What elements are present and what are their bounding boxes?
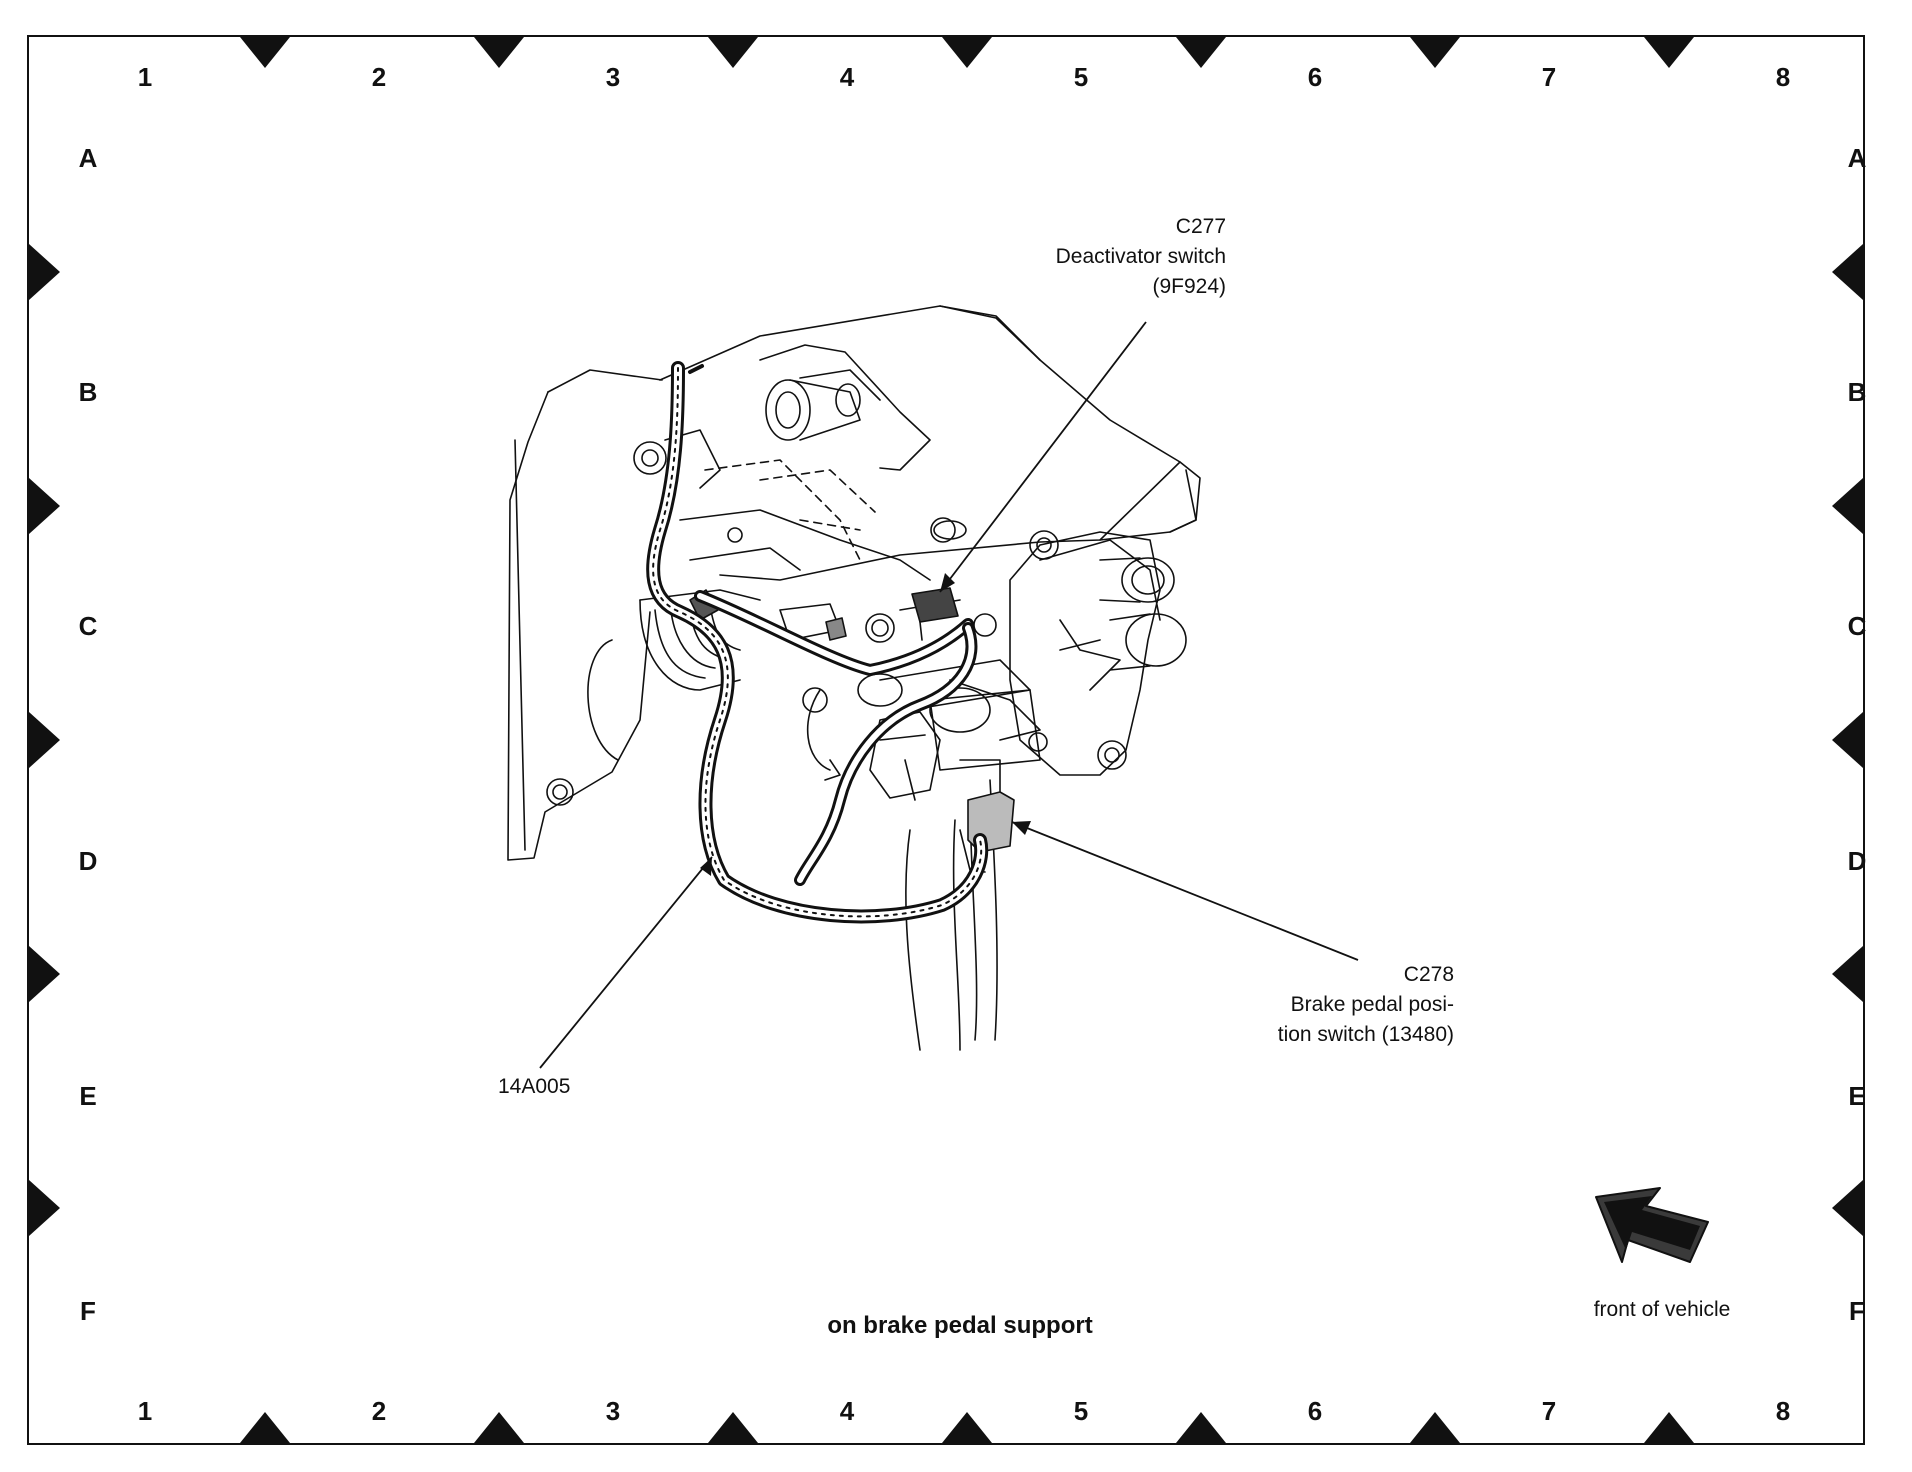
column-label-5: 5 — [1073, 1396, 1089, 1426]
leader-c278 — [1011, 821, 1359, 961]
right-markers — [1832, 244, 1863, 1236]
column-label-8: 8 — [1775, 62, 1791, 92]
column-label-4: 4 — [839, 62, 855, 92]
column-label-7: 7 — [1541, 62, 1557, 92]
front-arrow-icon — [1595, 1187, 1709, 1263]
bottom-markers — [240, 1412, 1694, 1443]
left-markers — [29, 244, 60, 1236]
column-label-8: 8 — [1775, 1396, 1791, 1426]
column-label-2: 2 — [371, 62, 387, 92]
callout-c277-name: Deactivator switch — [1055, 245, 1226, 268]
row-label-e: E — [79, 1081, 97, 1111]
column-label-6: 6 — [1307, 1396, 1323, 1426]
column-label-3: 3 — [605, 1396, 621, 1426]
row-label-b: B — [78, 377, 98, 407]
row-label-d: D — [78, 846, 98, 876]
callout-14a005: 14A005 — [498, 1072, 570, 1102]
leader-arrowheads — [700, 573, 1031, 876]
wiring-harness-14A005 — [646, 361, 989, 924]
column-label-7: 7 — [1541, 1396, 1557, 1426]
row-label-f: F — [80, 1296, 96, 1326]
leader-lines — [539, 321, 1359, 1069]
column-label-6: 6 — [1307, 62, 1323, 92]
row-label-f: F — [1849, 1296, 1865, 1326]
column-label-1: 1 — [137, 1396, 153, 1426]
row-label-c: C — [1847, 611, 1867, 641]
frame-border — [27, 35, 1865, 1445]
front-of-vehicle-label: front of vehicle — [1593, 1298, 1731, 1321]
callout-c278-part-number: tion switch (13480) — [1277, 1023, 1454, 1046]
row-label-b: B — [1847, 377, 1867, 407]
leader-14a005 — [539, 856, 713, 1069]
row-label-e: E — [1848, 1081, 1866, 1111]
callout-c277-connector: C277 — [1175, 215, 1226, 238]
column-label-2: 2 — [371, 1396, 387, 1426]
column-label-3: 3 — [605, 62, 621, 92]
row-label-c: C — [78, 611, 98, 641]
column-label-4: 4 — [839, 1396, 855, 1426]
callout-c277: C277 Deactivator switch (9F924) — [1056, 212, 1226, 302]
row-label-a: A — [1847, 143, 1867, 173]
callout-c277-part-number: (9F924) — [1152, 275, 1226, 298]
callout-c278-name: Brake pedal posi- — [1290, 993, 1454, 1016]
top-markers — [240, 37, 1694, 68]
callout-c278: C278 Brake pedal posi- tion switch (1348… — [1278, 960, 1454, 1050]
callout-14a005-label: 14A005 — [498, 1075, 571, 1098]
column-label-5: 5 — [1073, 62, 1089, 92]
column-label-1: 1 — [137, 62, 153, 92]
row-label-d: D — [1847, 846, 1867, 876]
leader-c277 — [939, 321, 1147, 593]
callout-c278-connector: C278 — [1403, 963, 1454, 986]
diagram-caption: on brake pedal support — [827, 1312, 1093, 1339]
brake-pedal-support-illustration — [507, 305, 1201, 1051]
row-label-a: A — [78, 143, 98, 173]
